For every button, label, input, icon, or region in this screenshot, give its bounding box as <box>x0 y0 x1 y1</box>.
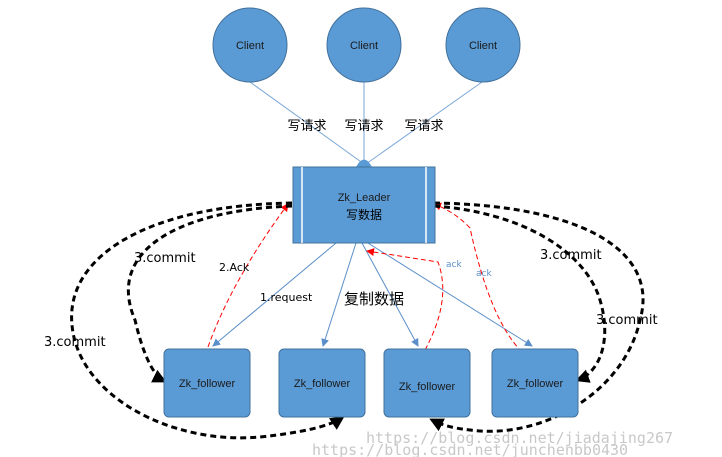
follower-node-2-label: Zk_follower <box>294 378 351 390</box>
commit-arrow-follower-1 <box>127 204 293 383</box>
leader-input-port-icon <box>356 159 372 167</box>
ack-arrows <box>207 202 523 353</box>
follower-node-4-label: Zk_follower <box>507 378 564 390</box>
request-arrow-follower-4 <box>367 242 533 347</box>
commit-arrow-follower-3 <box>429 201 645 433</box>
watermark-line-1: https://blog.csdn.net/jiadajing267 <box>366 429 673 447</box>
request-arrow-follower-2 <box>321 242 357 347</box>
write-request-label-3: 写请求 <box>404 119 443 134</box>
replicate-data-label: 复制数据 <box>344 290 404 308</box>
request-arrow-follower-1 <box>212 242 337 347</box>
follower-node-3-label: Zk_follower <box>399 381 456 393</box>
client-1-connector <box>249 81 365 165</box>
ack-arrow-follower-1 <box>207 203 289 348</box>
follower-node-2: Zk_follower <box>278 348 366 418</box>
request-arrow-follower-3 <box>361 242 419 347</box>
ack-label: 2.Ack <box>219 261 250 274</box>
follower-node-3: Zk_follower <box>383 348 471 418</box>
follower-node-4: Zk_follower <box>491 348 579 418</box>
ack-arrow-follower-3 <box>366 248 444 351</box>
follower-node-1: Zk_follower <box>163 348 251 418</box>
write-request-label-1: 写请求 <box>287 119 326 134</box>
commit-label-top-right: 3.commit <box>540 248 602 263</box>
ack-arrow-follower-4 <box>433 202 523 353</box>
client-node-2-label: Client <box>350 40 378 52</box>
client-node-1-label: Client <box>236 40 264 52</box>
commit-label-right: 3.commit <box>596 313 658 328</box>
ack-small-label-1: ack <box>446 260 462 270</box>
client-node-3: Client <box>445 7 521 83</box>
leader-node-subtitle: 写数据 <box>346 207 382 222</box>
follower-node-1-label: Zk_follower <box>179 378 236 390</box>
client-node-3-label: Client <box>469 40 497 52</box>
commit-label-top-left: 3.commit <box>134 251 196 266</box>
watermark-line-2: https://blog.csdn.net/junchenbb0430 <box>312 441 628 457</box>
ack-small-label-2: ack <box>476 269 492 279</box>
commit-arrows <box>70 201 645 440</box>
client-node-2: Client <box>326 7 402 83</box>
leader-node: Zk_Leader 写数据 <box>292 166 436 244</box>
client-connectors <box>249 81 483 165</box>
commit-arrow-follower-4 <box>433 204 607 383</box>
commit-arrow-follower-2 <box>70 201 345 440</box>
client-3-connector <box>365 81 483 165</box>
write-request-label-2: 写请求 <box>344 119 383 134</box>
request-label: 1.request <box>260 291 313 304</box>
commit-label-left: 3.commit <box>44 335 106 350</box>
replication-arrows <box>212 242 533 347</box>
client-node-1: Client <box>212 7 288 83</box>
leader-node-title: Zk_Leader <box>338 192 391 204</box>
